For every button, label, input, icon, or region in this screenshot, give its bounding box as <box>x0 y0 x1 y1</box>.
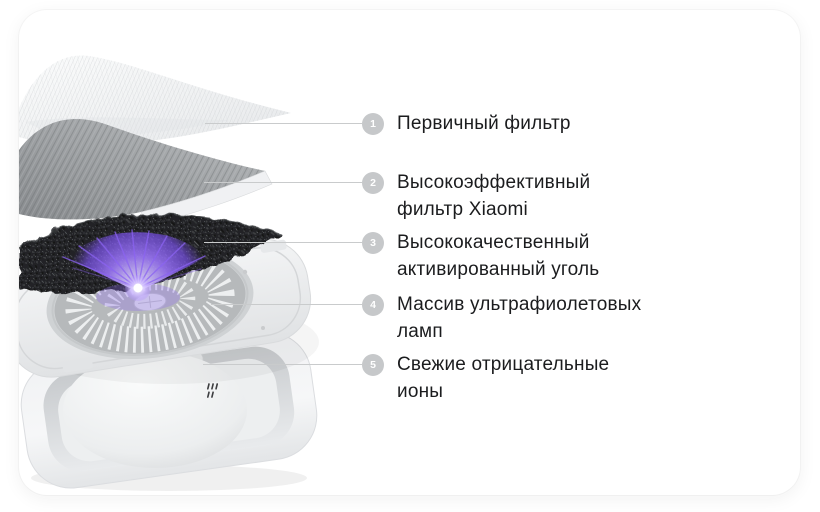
vent-marks <box>206 383 219 398</box>
callout-list: 1 Первичный фильтр 2 Высокоэффективный ф… <box>19 10 800 495</box>
callout-row-5: 5 Свежие отрицательные ионы <box>19 354 800 402</box>
callout-label-3: Высококачественный активированный уголь <box>397 229 599 283</box>
callout-marker-5: 5 <box>362 354 384 376</box>
leader-line-5 <box>203 364 362 365</box>
callout-label-5: Свежие отрицательные ионы <box>397 351 609 405</box>
leader-line-3 <box>204 242 362 243</box>
callout-1-line-1: Первичный фильтр <box>397 113 571 134</box>
callout-row-4: 4 Массив ультрафиолетовых ламп <box>19 294 800 342</box>
callout-marker-1: 1 <box>362 113 384 135</box>
callout-number-1: 1 <box>370 117 376 130</box>
product-illustration <box>19 55 319 491</box>
callout-label-1: Первичный фильтр <box>397 110 571 137</box>
uv-glow <box>62 229 207 311</box>
callout-5-line-2: ионы <box>397 381 444 402</box>
callout-3-line-2: активированный уголь <box>397 259 600 280</box>
leader-line-4 <box>211 304 362 305</box>
callout-label-4: Массив ультрафиолетовых ламп <box>397 291 641 345</box>
callout-row-2: 2 Высокоэффективный фильтр Xiaomi <box>19 172 800 220</box>
callout-row-3: 3 Высококачественный активированный угол… <box>19 232 800 280</box>
base-unit <box>20 331 318 491</box>
callout-row-1: 1 Первичный фильтр <box>19 113 800 135</box>
leader-line-1 <box>205 123 362 124</box>
content-card: 1 Первичный фильтр 2 Высокоэффективный ф… <box>19 10 800 495</box>
callout-number-4: 4 <box>370 298 376 311</box>
callout-2-line-2: фильтр Xiaomi <box>397 199 528 220</box>
callout-number-5: 5 <box>370 358 376 371</box>
callout-marker-3: 3 <box>362 232 384 254</box>
ionizer-dome <box>63 352 247 468</box>
callout-marker-4: 4 <box>362 294 384 316</box>
callout-number-2: 2 <box>370 176 376 189</box>
callout-5-line-1: Свежие отрицательные <box>397 354 610 375</box>
callout-4-line-1: Массив ультрафиолетовых <box>397 294 642 315</box>
callout-label-2: Высокоэффективный фильтр Xiaomi <box>397 169 590 223</box>
callout-marker-2: 2 <box>362 172 384 194</box>
leader-line-2 <box>204 182 362 183</box>
callout-2-line-1: Высокоэффективный <box>397 172 591 193</box>
callout-3-line-1: Высококачественный <box>397 232 590 253</box>
layer-hepa-filter <box>19 119 273 226</box>
callout-number-3: 3 <box>370 236 376 249</box>
callout-4-line-2: ламп <box>397 321 443 342</box>
